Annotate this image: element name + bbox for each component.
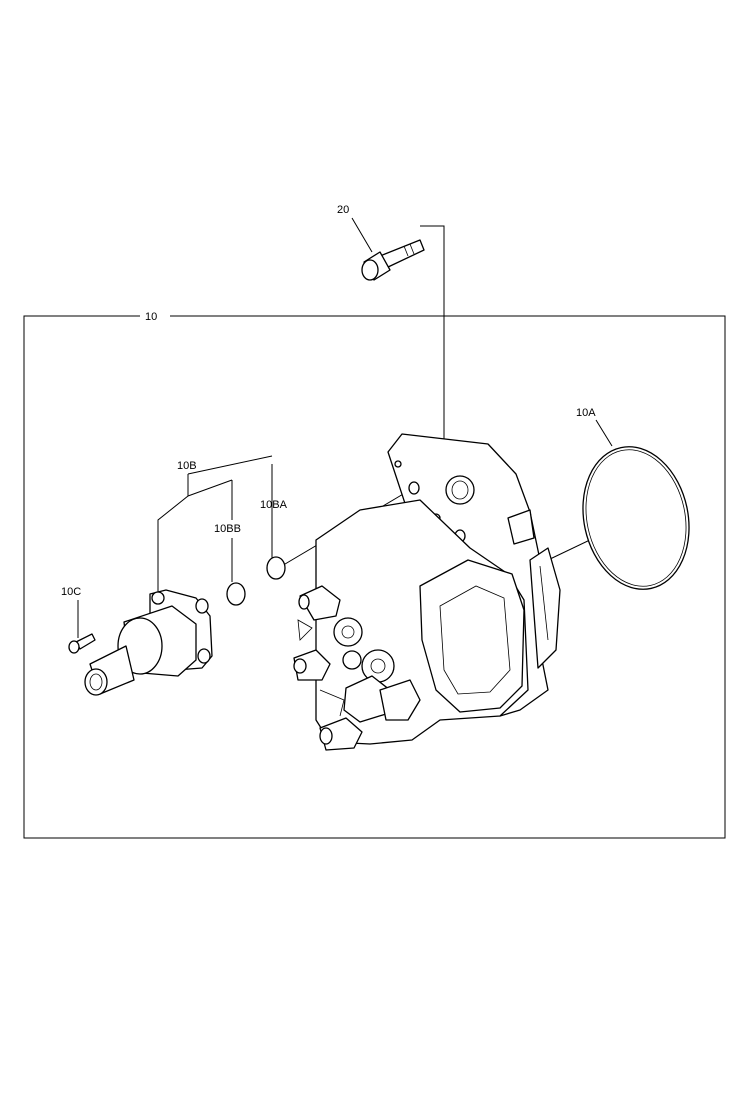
bolt-20 xyxy=(361,239,425,281)
callout-20: 20 xyxy=(337,204,349,216)
fuel-pump-10 xyxy=(293,433,561,751)
o-ring-10bb xyxy=(226,582,246,606)
callout-10: 10 xyxy=(145,311,157,323)
callout-10c: 10C xyxy=(61,586,81,598)
callout-10a: 10A xyxy=(576,407,596,419)
metering-valve-10b xyxy=(84,589,213,696)
o-ring-10a xyxy=(582,446,690,590)
screw-10c xyxy=(68,633,96,654)
callout-10b: 10B xyxy=(177,460,197,472)
o-ring-10ba xyxy=(266,556,286,580)
assembly-frame xyxy=(23,315,726,839)
callout-10bb: 10BB xyxy=(214,523,241,535)
callout-10ba: 10BA xyxy=(260,499,288,511)
